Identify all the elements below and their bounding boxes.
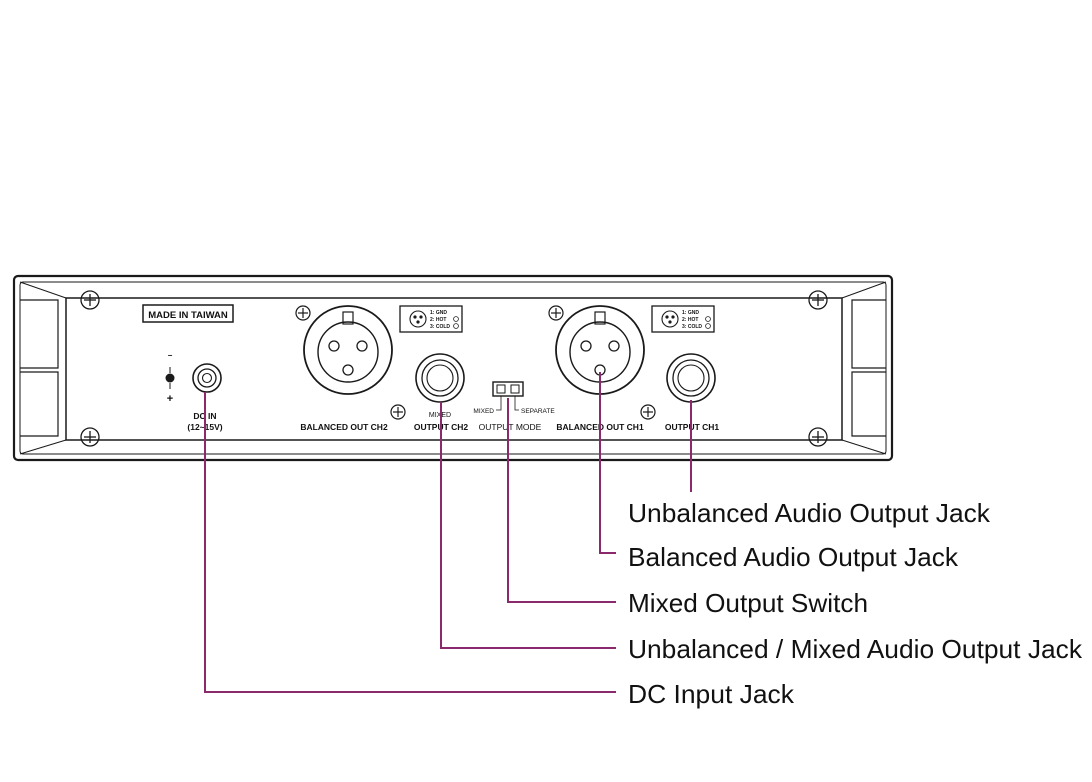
callout-dc-input-jack: DC Input Jack <box>628 679 795 709</box>
screw-icon <box>390 404 406 420</box>
dc-polarity-minus: − <box>168 351 173 360</box>
unbalanced-jack-ch2[interactable] <box>415 353 465 403</box>
made-in-badge: MADE IN TAIWAN <box>148 310 228 321</box>
screw-icon <box>548 305 564 321</box>
screw-icon <box>808 290 828 310</box>
leader-line <box>204 392 616 693</box>
screw-icon <box>80 427 100 447</box>
leader-line <box>440 402 616 649</box>
callout-mixed-output-switch: Mixed Output Switch <box>628 588 868 618</box>
output-mode-switch[interactable] <box>492 381 524 411</box>
dc-polarity-plus: + <box>167 393 173 405</box>
leader-line <box>507 398 616 603</box>
pin-gnd-label: 1: GND <box>682 310 699 316</box>
pin-gnd-label: 1: GND <box>430 310 447 316</box>
leader-lines <box>204 372 692 693</box>
switch-separate-label: SEPARATE <box>521 408 555 415</box>
output-ch1-label: OUTPUT CH1 <box>665 422 720 432</box>
pin-hot-label: 2: HOT <box>682 317 698 323</box>
xlr-pin-legend-ch2 <box>399 305 463 333</box>
switch-mixed-label: MIXED <box>473 408 494 415</box>
screws <box>80 290 828 447</box>
dc-polarity-icon <box>165 367 175 389</box>
unbalanced-jack-ch1[interactable] <box>666 353 716 403</box>
balanced-out-ch2-label: BALANCED OUT CH2 <box>300 422 388 432</box>
pin-cold-label: 3: COLD <box>682 324 702 330</box>
callout-balanced-output-jack: Balanced Audio Output Jack <box>628 542 959 572</box>
dc-input-jack[interactable] <box>192 363 222 393</box>
pin-hot-label: 2: HOT <box>430 317 446 323</box>
screw-icon <box>640 404 656 420</box>
callout-unbalanced-output-jack: Unbalanced Audio Output Jack <box>628 498 991 528</box>
output-mode-label: OUTPUT MODE <box>479 422 542 432</box>
chassis <box>12 274 894 462</box>
screw-icon <box>295 305 311 321</box>
xlr-pin-legend-ch1 <box>651 305 715 333</box>
callout-unbalanced-mixed-output-jack: Unbalanced / Mixed Audio Output Jack <box>628 634 1083 664</box>
xlr-connector-ch2[interactable] <box>303 305 393 395</box>
screw-icon <box>808 427 828 447</box>
leader-line <box>599 372 616 554</box>
screw-icon <box>80 290 100 310</box>
pin-cold-label: 3: COLD <box>430 324 450 330</box>
made-in-badge-frame <box>142 304 234 323</box>
